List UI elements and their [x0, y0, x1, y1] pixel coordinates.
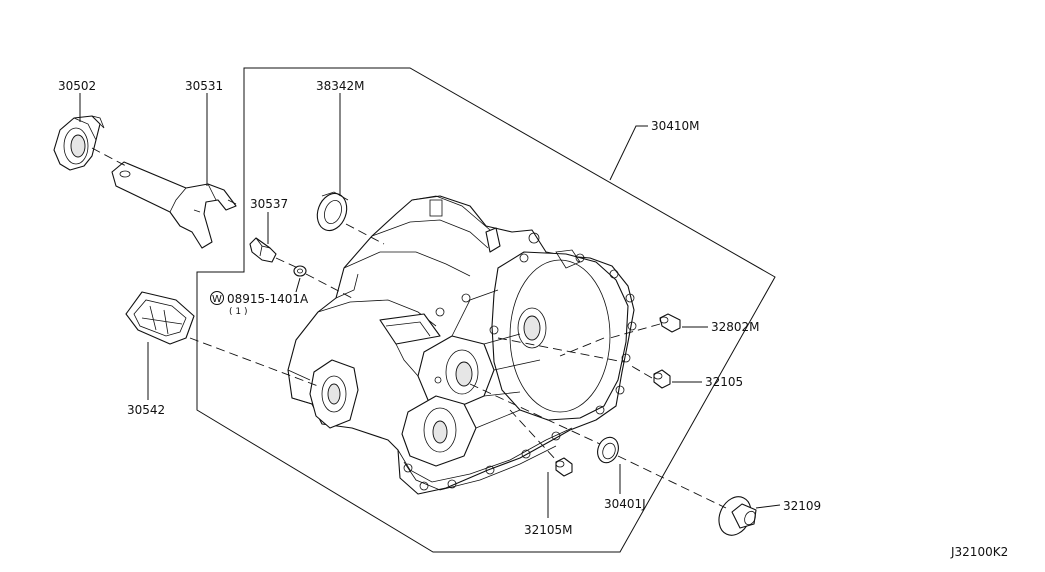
oil-seal-38342m — [316, 191, 349, 232]
washer-symbol: W — [210, 291, 224, 305]
leader-lines — [79, 93, 781, 518]
assembly-boundary — [196, 67, 776, 553]
dowel-pin-32105m — [555, 457, 573, 477]
label-32105m: 32105M — [524, 523, 573, 537]
alignment-lines — [91, 147, 727, 509]
washer-symbol-letter: W — [212, 294, 222, 305]
label-30410m: 30410M — [651, 119, 700, 133]
washer-08915-1401a — [293, 265, 307, 277]
label-08915-1401a: 08915-1401A — [227, 292, 309, 306]
label-30502: 30502 — [58, 79, 96, 93]
label-38342m: 38342M — [316, 79, 365, 93]
label-30401j: 30401J — [604, 497, 646, 511]
release-bearing-30502 — [53, 115, 105, 171]
label-30542: 30542 — [127, 403, 165, 417]
release-fork-30531 — [111, 161, 237, 249]
label-30537: 30537 — [250, 197, 288, 211]
part-labels: 30502 30531 38342M 30410M 30537 W 08915-… — [58, 79, 1008, 559]
label-32802m: 32802M — [711, 320, 760, 334]
transmission-case-30410m — [287, 195, 637, 495]
label-08915-qty: ( 1 ) — [229, 307, 247, 317]
label-32109: 32109 — [783, 499, 821, 513]
boot-30542 — [125, 291, 195, 345]
plug-32109 — [718, 496, 757, 536]
label-30531: 30531 — [185, 79, 223, 93]
dowel-pin-32802m — [659, 313, 681, 333]
label-32105: 32105 — [705, 375, 743, 389]
switch-30537 — [249, 237, 277, 263]
seal-ring-30401j — [597, 436, 619, 464]
diagram-code: J32100K2 — [950, 545, 1008, 559]
dowel-pin-32105 — [653, 369, 671, 389]
